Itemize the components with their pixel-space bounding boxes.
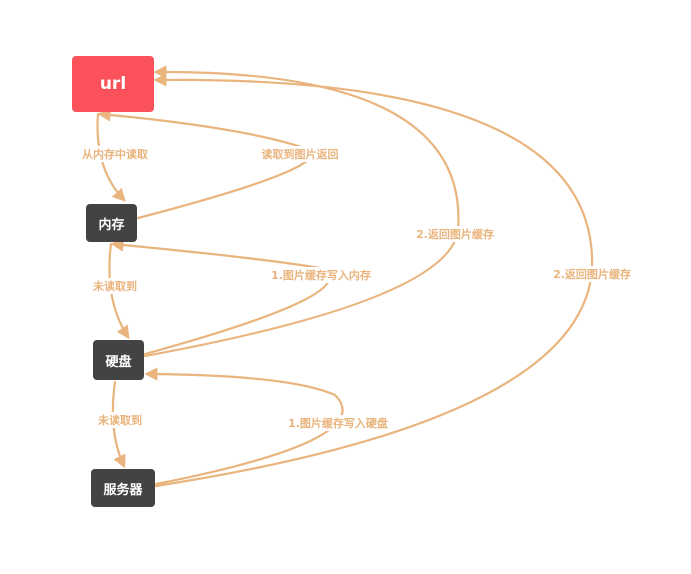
node-disk: 硬盘 [93, 340, 144, 380]
edge-label-memory-miss-text: 未读取到 [92, 279, 137, 293]
node-server: 服务器 [91, 469, 155, 507]
node-memory: 内存 [86, 204, 137, 242]
node-url: url [72, 56, 154, 112]
edge-label-read-from-memory-text: 从内存中读取 [82, 147, 148, 161]
edge-memory-to-disk [108, 242, 130, 340]
edge-label-server-write-disk-text: 1.图片缓存写入硬盘 [288, 416, 388, 430]
edge-disk-to-url [143, 65, 460, 358]
edge-label-disk-write-memory-text: 1.图片缓存写入内存 [271, 268, 371, 282]
edge-label-disk-return-cache-text: 2.返回图片缓存 [416, 227, 494, 241]
edge-label-disk-miss: 未读取到 [92, 412, 148, 428]
edge-label-read-image-return-text: 读取到图片返回 [262, 147, 339, 161]
edge-label-disk-return-cache: 2.返回图片缓存 [410, 226, 500, 242]
edge-server-to-disk [144, 367, 344, 486]
node-disk-label: 硬盘 [105, 354, 132, 370]
node-memory-label: 内存 [98, 217, 125, 233]
edge-memory-to-url [97, 108, 313, 220]
edge-label-disk-miss-text: 未读取到 [97, 413, 142, 427]
edge-label-server-return-cache-text: 2.返回图片缓存 [553, 267, 631, 281]
edge-disk-to-memory [110, 238, 331, 356]
node-url-label: url [99, 74, 127, 94]
edge-label-read-from-memory: 从内存中读取 [70, 146, 160, 162]
edge-label-server-return-cache: 2.返回图片缓存 [547, 266, 637, 282]
edge-label-memory-miss: 未读取到 [87, 278, 143, 294]
edge-label-disk-write-memory: 1.图片缓存写入内存 [266, 267, 376, 283]
edge-label-server-write-disk: 1.图片缓存写入硬盘 [283, 415, 393, 431]
edge-label-read-image-return: 读取到图片返回 [255, 146, 345, 162]
edge-url-to-memory [96, 112, 126, 202]
node-server-label: 服务器 [103, 482, 143, 498]
